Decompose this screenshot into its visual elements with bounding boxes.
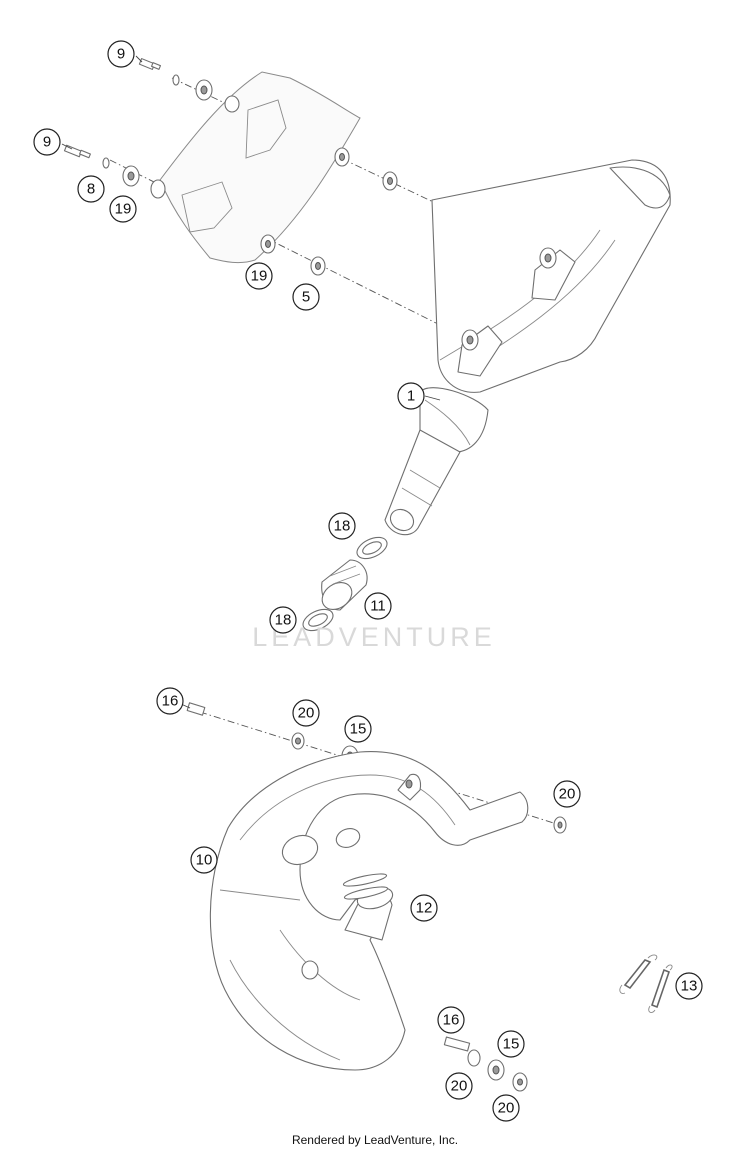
sleeve-upper-2 [382,171,398,191]
svg-text:5: 5 [302,289,310,306]
callout-15-upper: 15 [344,715,372,743]
callout-20-lower-left: 20 [445,1072,473,1100]
callout-19-left: 19 [109,195,137,223]
svg-text:8: 8 [87,181,95,198]
callout-5: 5 [292,283,320,311]
gasket-18-lower [302,608,334,632]
callout-9-lower: 9 [33,128,61,156]
callout-20-right: 20 [553,780,581,808]
svg-text:15: 15 [350,721,367,738]
silencer-1 [384,159,671,536]
svg-text:20: 20 [298,705,315,722]
svg-text:19: 19 [251,268,268,285]
callout-10: 10 [190,846,218,874]
svg-text:9: 9 [117,46,125,63]
spring-13 [619,954,673,1013]
svg-text:16: 16 [443,1012,460,1029]
svg-text:20: 20 [559,786,576,803]
sleeve-lower [150,179,166,199]
svg-text:18: 18 [334,518,351,535]
washer-20-right [553,816,567,834]
sleeve-upper [224,95,240,113]
bolt-16-lower [443,1036,471,1052]
grommet-upper-1 [195,79,213,101]
callout-15-lower: 15 [497,1030,525,1058]
bolt-9-lower [63,144,91,159]
footer-credit: Rendered by LeadVenture, Inc. [291,1133,459,1147]
callout-20-upper: 20 [292,699,320,727]
callout-1: 1 [397,382,425,410]
callout-16-upper: 16 [156,687,184,715]
washer-8 [102,157,110,169]
connector-11 [321,559,368,611]
callout-13: 13 [675,972,703,1000]
callout-18-upper: 18 [328,512,356,540]
svg-text:11: 11 [370,598,386,615]
svg-text:15: 15 [503,1036,520,1053]
washer-20-upper [291,732,305,750]
bolt-9-upper [138,58,162,70]
svg-text:20: 20 [451,1078,468,1095]
exhaust-pipe-10 [209,750,529,1071]
rubber-upper-2 [334,147,350,167]
washer-20-lower-1 [467,1049,481,1067]
svg-text:20: 20 [498,1100,515,1117]
callout-11: 11 [364,592,392,620]
svg-text:9: 9 [43,134,51,151]
rubber-19-inner [260,234,276,254]
gasket-18-upper [356,536,388,560]
callout-20-lower-right: 20 [492,1094,520,1122]
callout-19-right: 19 [245,262,273,290]
washer-20-lower-2 [512,1072,528,1092]
svg-text:18: 18 [275,612,292,629]
frame-section [159,71,361,264]
sleeve-5 [310,256,326,276]
svg-text:13: 13 [681,978,698,995]
callout-8: 8 [77,175,105,203]
o-ring-12 [342,873,389,900]
svg-text:1: 1 [407,388,415,405]
sleeve-15-lower [487,1059,505,1081]
mount-axis-line-lower [109,159,471,341]
svg-text:12: 12 [416,900,433,917]
svg-text:19: 19 [115,201,132,218]
callout-12: 12 [410,894,438,922]
callout-16-lower: 16 [437,1006,465,1034]
washer-upper [172,74,180,86]
svg-text:16: 16 [162,693,179,710]
bolt-16-upper [186,702,206,716]
svg-text:10: 10 [196,852,213,869]
rubber-19-outer [122,165,140,187]
callout-9-upper: 9 [107,40,135,68]
callout-18-lower: 18 [269,606,297,634]
